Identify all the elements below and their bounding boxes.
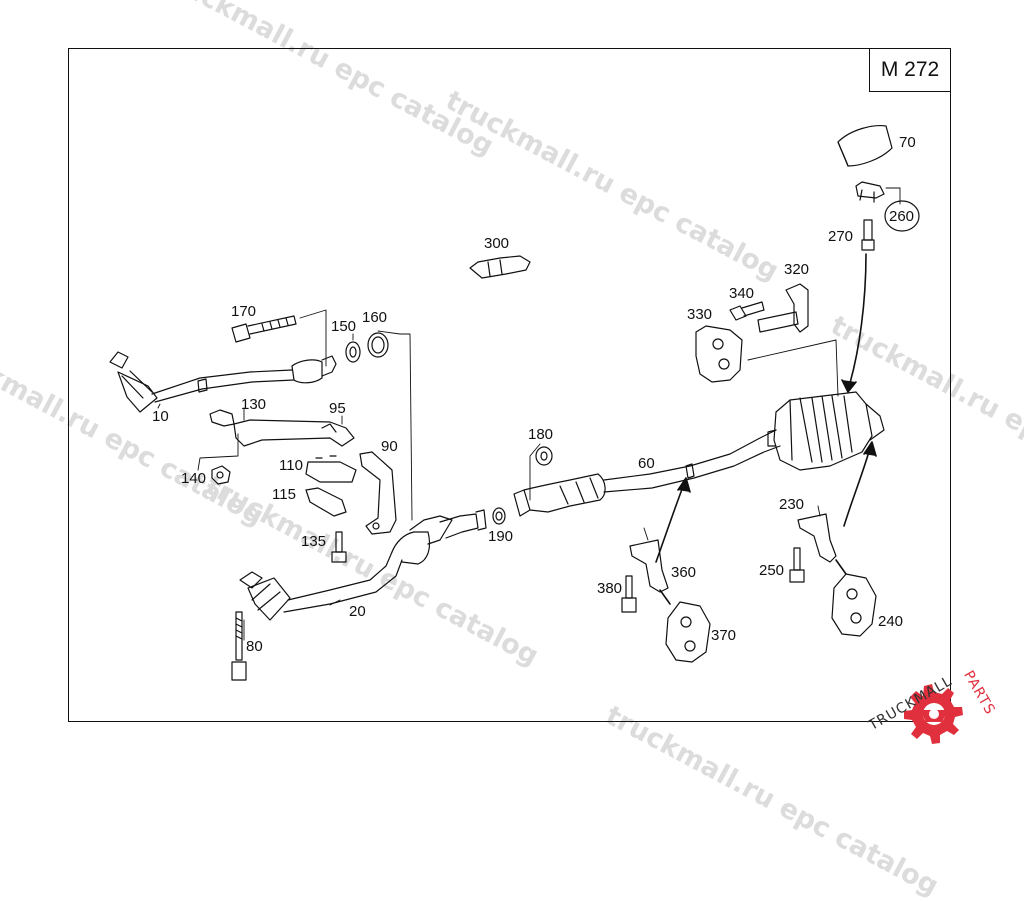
part-95-bracket[interactable] bbox=[233, 419, 355, 447]
callout-160[interactable]: 160 bbox=[362, 309, 388, 326]
callout-90[interactable]: 90 bbox=[381, 438, 398, 455]
part-170-bolt[interactable] bbox=[231, 315, 297, 343]
callout-340[interactable]: 340 bbox=[729, 285, 755, 302]
leader-lines bbox=[157, 187, 901, 641]
part-70-tailpipe-trim[interactable] bbox=[837, 125, 893, 167]
callout-370[interactable]: 370 bbox=[711, 627, 737, 644]
truckmall-parts-logo: TRUCKMALL PARTS bbox=[862, 660, 1022, 748]
callout-230[interactable]: 230 bbox=[779, 496, 805, 513]
part-330-hanger[interactable] bbox=[695, 325, 743, 383]
part-190-gasket[interactable] bbox=[492, 507, 506, 525]
part-340-bolt[interactable] bbox=[729, 301, 765, 321]
part-260-clamp[interactable] bbox=[855, 181, 885, 203]
part-360-bracket[interactable] bbox=[629, 539, 669, 593]
parts-drawing bbox=[109, 125, 920, 681]
part-10-front-pipe[interactable] bbox=[109, 351, 337, 413]
assembly-arrows bbox=[655, 253, 877, 605]
part-90-bracket[interactable] bbox=[359, 451, 397, 535]
part-250-bolt[interactable] bbox=[789, 547, 805, 583]
callout-60[interactable]: 60 bbox=[638, 455, 655, 472]
part-270-bolt[interactable] bbox=[861, 219, 875, 251]
callout-240[interactable]: 240 bbox=[878, 613, 904, 630]
part-60-center-pipe[interactable] bbox=[513, 429, 781, 517]
part-60-muffler[interactable] bbox=[767, 391, 885, 471]
part-380-bolt[interactable] bbox=[621, 575, 637, 613]
part-80-bolt[interactable] bbox=[231, 611, 247, 681]
callout-135[interactable]: 135 bbox=[301, 533, 327, 550]
part-20-front-pipe[interactable] bbox=[239, 509, 487, 621]
callout-80[interactable]: 80 bbox=[246, 638, 263, 655]
part-230-bracket[interactable] bbox=[797, 513, 837, 563]
part-140-nut[interactable] bbox=[211, 465, 231, 485]
part-110-mount[interactable] bbox=[305, 455, 357, 483]
part-370-hanger[interactable] bbox=[665, 601, 711, 663]
part-160-ring[interactable] bbox=[367, 332, 389, 358]
callout-360[interactable]: 360 bbox=[671, 564, 697, 581]
engine-code-box: M 272 bbox=[869, 48, 951, 92]
callout-300[interactable]: 300 bbox=[484, 235, 510, 252]
part-300-sensor[interactable] bbox=[469, 255, 531, 279]
callout-170[interactable]: 170 bbox=[231, 303, 257, 320]
callout-20[interactable]: 20 bbox=[349, 603, 366, 620]
callout-180[interactable]: 180 bbox=[528, 426, 554, 443]
callout-70[interactable]: 70 bbox=[899, 134, 916, 151]
callout-190[interactable]: 190 bbox=[488, 528, 514, 545]
part-320-bracket[interactable] bbox=[757, 283, 809, 333]
part-240-hanger[interactable] bbox=[831, 573, 877, 637]
callout-260[interactable]: 260 bbox=[889, 208, 915, 225]
callout-320[interactable]: 320 bbox=[784, 261, 810, 278]
callout-140[interactable]: 140 bbox=[181, 470, 207, 487]
callout-270[interactable]: 270 bbox=[828, 228, 854, 245]
callout-380[interactable]: 380 bbox=[597, 580, 623, 597]
callout-95[interactable]: 95 bbox=[329, 400, 346, 417]
callout-110[interactable]: 110 bbox=[279, 457, 303, 474]
part-130-clip[interactable] bbox=[209, 409, 235, 427]
callout-150[interactable]: 150 bbox=[331, 318, 357, 335]
callout-130[interactable]: 130 bbox=[241, 396, 267, 413]
part-260-label-ring bbox=[884, 200, 920, 232]
callout-250[interactable]: 250 bbox=[759, 562, 785, 579]
part-150-gasket[interactable] bbox=[345, 341, 361, 363]
part-115-mount[interactable] bbox=[305, 487, 347, 517]
diagram-frame bbox=[68, 48, 951, 722]
callout-330[interactable]: 330 bbox=[687, 306, 713, 323]
gear-logo-icon bbox=[904, 684, 963, 744]
part-180-nut[interactable] bbox=[535, 446, 553, 466]
callout-115[interactable]: 115 bbox=[272, 486, 296, 503]
part-135-bolt[interactable] bbox=[331, 531, 347, 563]
callout-10[interactable]: 10 bbox=[152, 408, 169, 425]
